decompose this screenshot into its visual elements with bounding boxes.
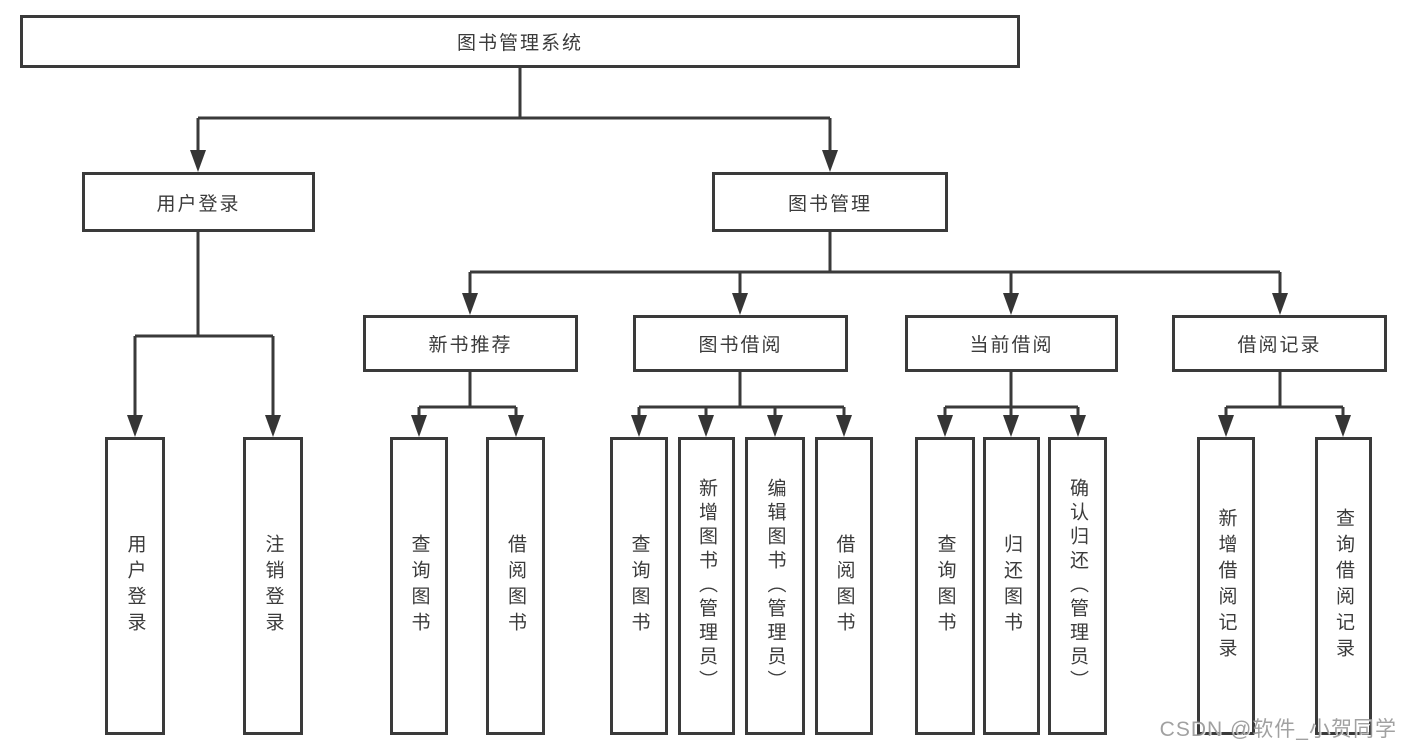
node-label: 图书管理系统 <box>456 33 583 54</box>
leaf-logout: 注销登录 <box>243 437 303 735</box>
leaf-borrow-books-recommend: 借阅图书 <box>486 437 545 735</box>
leaf-label: 查询图书 <box>408 534 430 638</box>
node-label: 当前借阅 <box>969 335 1054 356</box>
node-new-book-recommend: 新书推荐 <box>363 315 578 372</box>
leaf-add-books-admin: 新增图书（管理员） <box>678 437 735 735</box>
leaf-edit-books-admin: 编辑图书（管理员） <box>745 437 805 735</box>
leaf-label: 查询借阅记录 <box>1333 508 1354 664</box>
leaf-query-books-borrow: 查询图书 <box>610 437 668 735</box>
node-label: 新书推荐 <box>428 335 513 356</box>
leaf-query-borrow-record: 查询借阅记录 <box>1315 437 1372 735</box>
leaf-label: 注销登录 <box>262 534 284 638</box>
node-library-system: 图书管理系统 <box>20 15 1020 68</box>
node-label: 借阅记录 <box>1237 335 1322 356</box>
node-borrow-records: 借阅记录 <box>1172 315 1387 372</box>
leaf-query-books-recommend: 查询图书 <box>390 437 448 735</box>
node-label: 图书管理 <box>787 193 872 215</box>
node-user-login: 用户登录 <box>82 172 315 232</box>
node-book-management: 图书管理 <box>712 172 948 232</box>
leaf-label: 新增借阅记录 <box>1215 508 1237 664</box>
leaf-label: 借阅图书 <box>833 534 855 638</box>
leaf-label: 确认归还（管理员） <box>1067 478 1088 694</box>
leaf-label: 编辑图书（管理员） <box>764 478 786 694</box>
leaf-borrow-books: 借阅图书 <box>815 437 873 735</box>
leaf-label: 查询图书 <box>628 534 650 638</box>
leaf-return-books: 归还图书 <box>983 437 1040 735</box>
node-book-borrow: 图书借阅 <box>633 315 848 372</box>
leaf-query-books-current: 查询图书 <box>915 437 975 735</box>
leaf-add-borrow-record: 新增借阅记录 <box>1197 437 1255 735</box>
leaf-user-login: 用户登录 <box>105 437 165 735</box>
leaf-confirm-return-admin: 确认归还（管理员） <box>1048 437 1107 735</box>
leaf-label: 查询图书 <box>934 534 956 638</box>
node-label: 图书借阅 <box>698 335 783 356</box>
leaf-label: 归还图书 <box>1001 534 1022 638</box>
node-current-borrow: 当前借阅 <box>905 315 1118 372</box>
leaf-label: 新增图书（管理员） <box>696 478 717 694</box>
leaf-label: 借阅图书 <box>505 534 526 638</box>
leaf-label: 用户登录 <box>124 534 146 638</box>
node-label: 用户登录 <box>156 193 241 215</box>
